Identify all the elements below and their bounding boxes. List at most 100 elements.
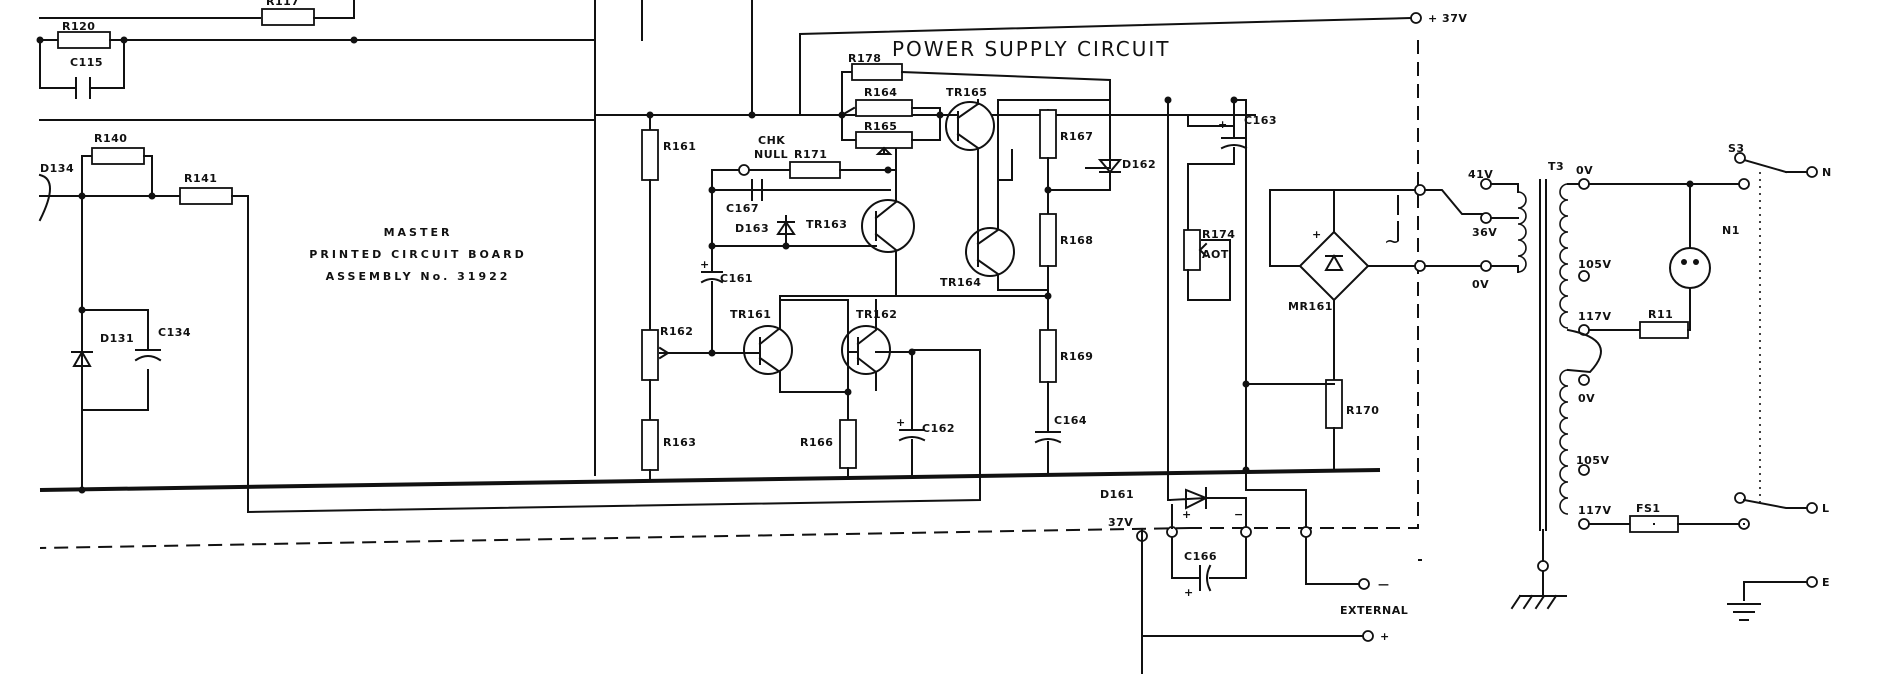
label-bridge-plus: + (1312, 228, 1322, 241)
label-r167: R167 (1060, 130, 1093, 143)
pass-transistor-section: R178 R164 R165 TR165 TR164 (838, 52, 1111, 291)
top-left-network: R120 R117 C115 (36, 0, 643, 99)
label-pri-105v-bot: 105V (1576, 454, 1609, 467)
diagram-title: POWER SUPPLY CIRCUIT (892, 37, 1170, 61)
resistor-r178 (851, 63, 903, 81)
resistor-r163 (641, 419, 659, 471)
resistor-r174 (1183, 229, 1201, 271)
label-r168: R168 (1060, 234, 1093, 247)
label-mains-e: E (1822, 576, 1830, 589)
label-r11: R11 (1648, 308, 1673, 321)
label-tr163: TR163 (806, 218, 847, 231)
main-rails: + 37V (39, 0, 1467, 492)
label-c166-top-plus: + (1182, 508, 1192, 521)
label-t3: T3 (1548, 160, 1564, 173)
label-mr161: MR161 (1288, 300, 1333, 313)
label-n1: N1 (1722, 224, 1740, 237)
label-r171: R171 (794, 148, 827, 161)
label-fs1: FS1 (1636, 502, 1661, 515)
resistor-r140 (91, 147, 145, 165)
label-r141: R141 (184, 172, 217, 185)
label-tr161: TR161 (730, 308, 771, 321)
resistor-r168 (1039, 213, 1057, 267)
rectifier-section: + C163 R174 AOT + MR161 R170 ~ (1164, 96, 1421, 491)
label-pri-117v-bot: 117V (1578, 504, 1611, 517)
label-c166-plus: + (1184, 586, 1194, 599)
label-tr164: TR164 (940, 276, 981, 289)
resistor-r164 (855, 99, 913, 117)
neon-indicator-n1 (1669, 247, 1711, 289)
label-mains-l: L (1822, 502, 1830, 515)
label-pri-117v-top: 117V (1578, 310, 1611, 323)
label-c163: C163 (1244, 114, 1277, 127)
resistor-r170 (1325, 379, 1343, 429)
label-plus-37v: + 37V (1428, 12, 1467, 25)
divider-section: R167 R168 R169 C164 D162 (1034, 109, 1156, 475)
label-c167: C167 (726, 202, 759, 215)
label-pri-105v-top: 105V (1578, 258, 1611, 271)
board-line-2: PRINTED CIRCUIT BOARD (309, 248, 526, 261)
label-c162: C162 (922, 422, 955, 435)
label-r178: R178 (848, 52, 881, 65)
label-d134: D134 (40, 162, 74, 175)
resistor-r161 (641, 129, 659, 181)
label-r174-note: AOT (1202, 248, 1229, 261)
label-41v: 41V (1468, 168, 1493, 181)
transformer-t3: T3 41V 36V 0V 0V 105V R11 117V 0V (1414, 160, 1743, 610)
label-d161: D161 (1100, 488, 1134, 501)
label-r165: R165 (864, 120, 897, 133)
label-c166-top-minus: − (1234, 508, 1244, 521)
label-c115: C115 (70, 56, 103, 69)
label-c163-plus: + (1218, 118, 1228, 131)
label-r169: R169 (1060, 350, 1093, 363)
board-line-3: ASSEMBLY No. 31922 (326, 270, 511, 283)
label-c166: C166 (1184, 550, 1217, 563)
transistor-tr161 (743, 325, 793, 375)
label-r164: R164 (864, 86, 897, 99)
label-r170: R170 (1346, 404, 1379, 417)
label-ac-symbol: ~ (1384, 229, 1403, 253)
resistor-r165 (855, 131, 913, 149)
label-r174: R174 (1202, 228, 1235, 241)
label-36v: 36V (1472, 226, 1497, 239)
resistor-r11 (1639, 321, 1689, 339)
label-chk: CHK (758, 134, 785, 147)
label-ext-minus: — (1378, 578, 1390, 591)
label-pri-0v-bot: 0V (1578, 392, 1595, 405)
board-outline (39, 40, 1422, 561)
resistor-r120 (57, 31, 111, 49)
label-mains-n: N (1822, 166, 1832, 179)
board-line-1: MASTER (384, 226, 453, 239)
label-r117: R117 (266, 0, 299, 8)
label-d163: D163 (735, 222, 769, 235)
resistor-r171 (789, 161, 841, 179)
label-37v: 37V (1108, 516, 1133, 529)
resistor-r167 (1039, 109, 1057, 159)
board-caption: MASTER PRINTED CIRCUIT BOARD ASSEMBLY No… (309, 226, 526, 283)
diode-d163 (776, 215, 796, 247)
label-external: EXTERNAL (1340, 604, 1408, 617)
label-d131: D131 (100, 332, 134, 345)
resistor-r162 (641, 329, 659, 381)
mains-section: N1 N S3 L E (1669, 142, 1832, 621)
resistor-r141 (179, 187, 233, 205)
label-r162: R162 (660, 325, 693, 338)
transistor-tr162 (841, 325, 891, 375)
label-ext-plus: + (1380, 630, 1390, 643)
regulator-section: R161 R162 R163 + C161 TR161 TR162 R166 +… (641, 111, 1052, 479)
label-null: NULL (754, 148, 788, 161)
bridge-rectifier-mr161 (1298, 230, 1370, 302)
label-c164: C164 (1054, 414, 1087, 427)
label-r120: R120 (62, 20, 95, 33)
external-output-section: D161 + − C166 + + 37V — EXTERNAL (1100, 473, 1408, 674)
label-r166: R166 (800, 436, 833, 449)
label-c134: C134 (158, 326, 191, 339)
left-network: D134 R140 R141 D131 C134 (38, 132, 981, 514)
label-c161: C161 (720, 272, 753, 285)
resistor-r166 (839, 419, 857, 469)
label-tr165: TR165 (946, 86, 987, 99)
label-pri-0v-top: 0V (1576, 164, 1593, 177)
label-sec-0v: 0V (1472, 278, 1489, 291)
diode-d131 (71, 349, 93, 367)
